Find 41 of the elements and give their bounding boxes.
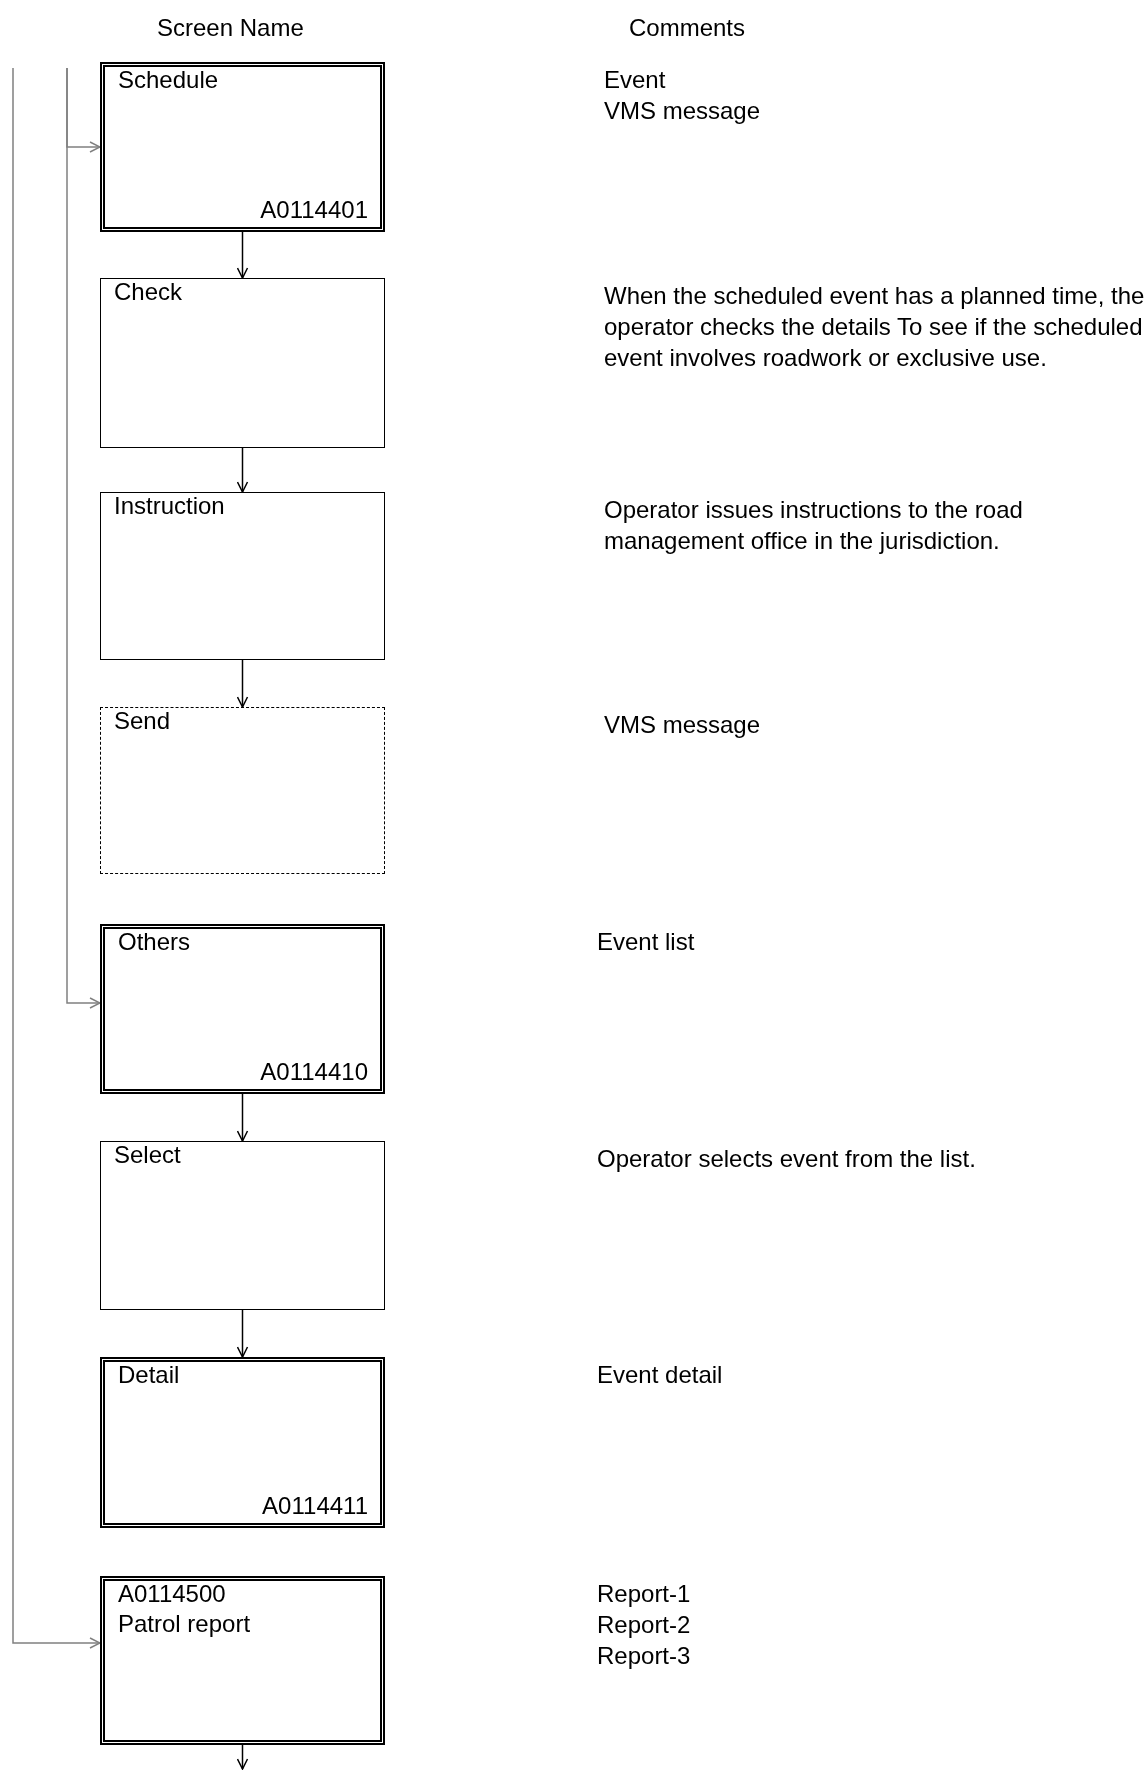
screen-name: Others (118, 927, 191, 957)
screen-name: Send (114, 706, 171, 736)
comment-text: When the scheduled event has a planned time, the operator checks the details To see if the scheduled event involves roadwork or exclusive use. (604, 281, 1146, 373)
comment-text: VMS message (604, 96, 761, 126)
comment-text: Operator selects event from the list. (597, 1144, 976, 1174)
comment-text: Report-1 (597, 1579, 691, 1609)
comment-text: VMS message (604, 710, 761, 740)
screen-name: Select (114, 1140, 181, 1170)
screen-code: A0114401 (260, 195, 368, 225)
comment-text: Report-2 (597, 1610, 691, 1640)
screen-box (100, 278, 385, 448)
screen-box (100, 1141, 385, 1310)
comment-text: Event list (597, 927, 695, 957)
arrow (236, 447, 249, 493)
screen-name: Check (114, 277, 183, 307)
arrow (12, 67, 101, 1649)
screen-name: Schedule (118, 65, 219, 95)
arrow (66, 67, 101, 1009)
column-header: Comments (629, 13, 746, 43)
comment-text: Operator issues instructions to the road management office in the jurisdiction. (604, 495, 1024, 556)
screen-box (100, 62, 385, 232)
screen-box (100, 924, 385, 1094)
screen-box (100, 1576, 385, 1745)
screen-box (100, 492, 385, 660)
comment-text: Event (604, 65, 666, 95)
comment-text: Report-3 (597, 1641, 691, 1671)
screen-name: A0114500 (118, 1579, 226, 1609)
arrow (236, 231, 249, 279)
arrow (236, 1093, 249, 1142)
screen-box (100, 707, 385, 874)
screen-code: A0114410 (260, 1057, 368, 1087)
screen-name: Instruction (114, 491, 225, 521)
screen-name: Detail (118, 1360, 180, 1390)
column-header: Screen Name (157, 13, 304, 43)
arrow (236, 1309, 249, 1358)
arrow (236, 1744, 249, 1770)
comment-text: Event detail (597, 1360, 723, 1390)
screen-code: A0114411 (262, 1491, 368, 1521)
arrow (236, 659, 249, 708)
screen-box (100, 1357, 385, 1528)
screen-code: Patrol report (118, 1609, 251, 1639)
